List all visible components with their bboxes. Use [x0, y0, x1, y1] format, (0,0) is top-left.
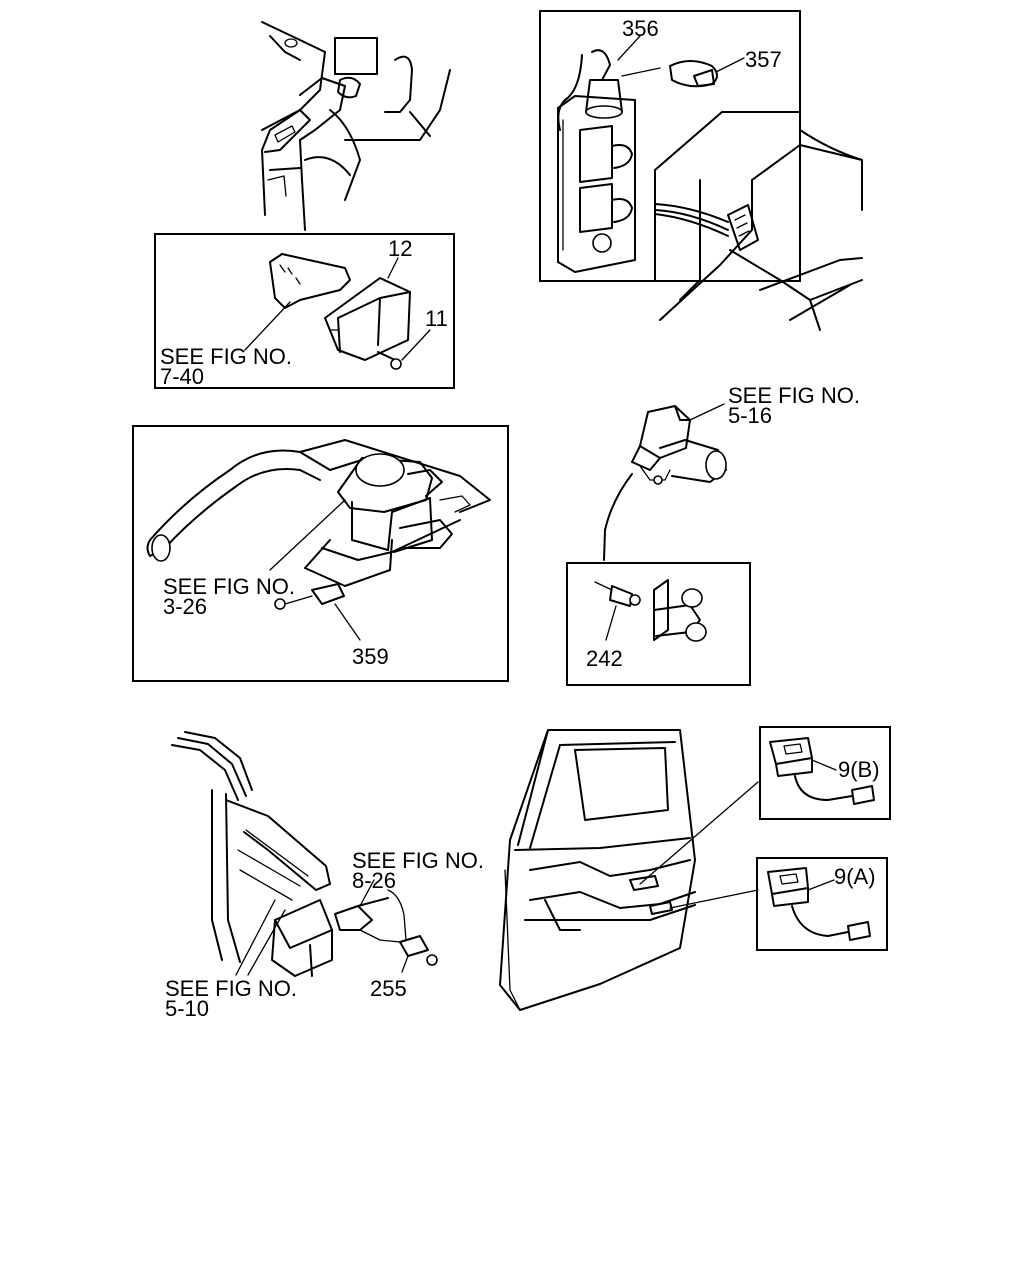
label-see-fig-8-26-line2: 8-26: [352, 868, 396, 893]
cab-interior-drawing: [261, 21, 451, 231]
wiper-motor-drawing: [603, 403, 727, 561]
label-9b: 9(B): [838, 757, 880, 782]
label-see-fig-3-26-line2: 3-26: [163, 594, 207, 619]
label-see-fig-5-10-line1: SEE FIG NO.: [165, 976, 297, 1001]
inset-box-9b: [759, 726, 891, 820]
label-see-fig-3-26-line1: SEE FIG NO.: [163, 574, 295, 599]
label-356: 356: [622, 16, 659, 41]
door-panel-drawing: [499, 729, 759, 1011]
label-9a: 9(A): [834, 864, 876, 889]
label-12: 12: [388, 236, 412, 261]
label-242: 242: [586, 646, 623, 671]
label-see-fig-5-16-line2: 5-16: [728, 403, 772, 428]
label-see-fig-8-26-line1: SEE FIG NO.: [352, 848, 484, 873]
label-11: 11: [425, 306, 448, 331]
label-see-fig-5-16-line1: SEE FIG NO.: [728, 383, 860, 408]
inset-box-9a: [756, 857, 888, 951]
label-see-fig-7-40-line1: SEE FIG NO.: [160, 344, 292, 369]
inset-box-242: [566, 562, 751, 686]
label-255: 255: [370, 976, 407, 1001]
label-359: 359: [352, 644, 389, 669]
label-see-fig-7-40-line2: 7-40: [160, 364, 204, 389]
label-357: 357: [745, 47, 782, 72]
label-see-fig-5-10-line2: 5-10: [165, 996, 209, 1021]
inset-box-relay: [154, 233, 455, 389]
inset-box-shifter: [132, 425, 509, 682]
frame-bracket-drawing: [171, 731, 438, 977]
dash-relay-drawing: [539, 10, 863, 331]
